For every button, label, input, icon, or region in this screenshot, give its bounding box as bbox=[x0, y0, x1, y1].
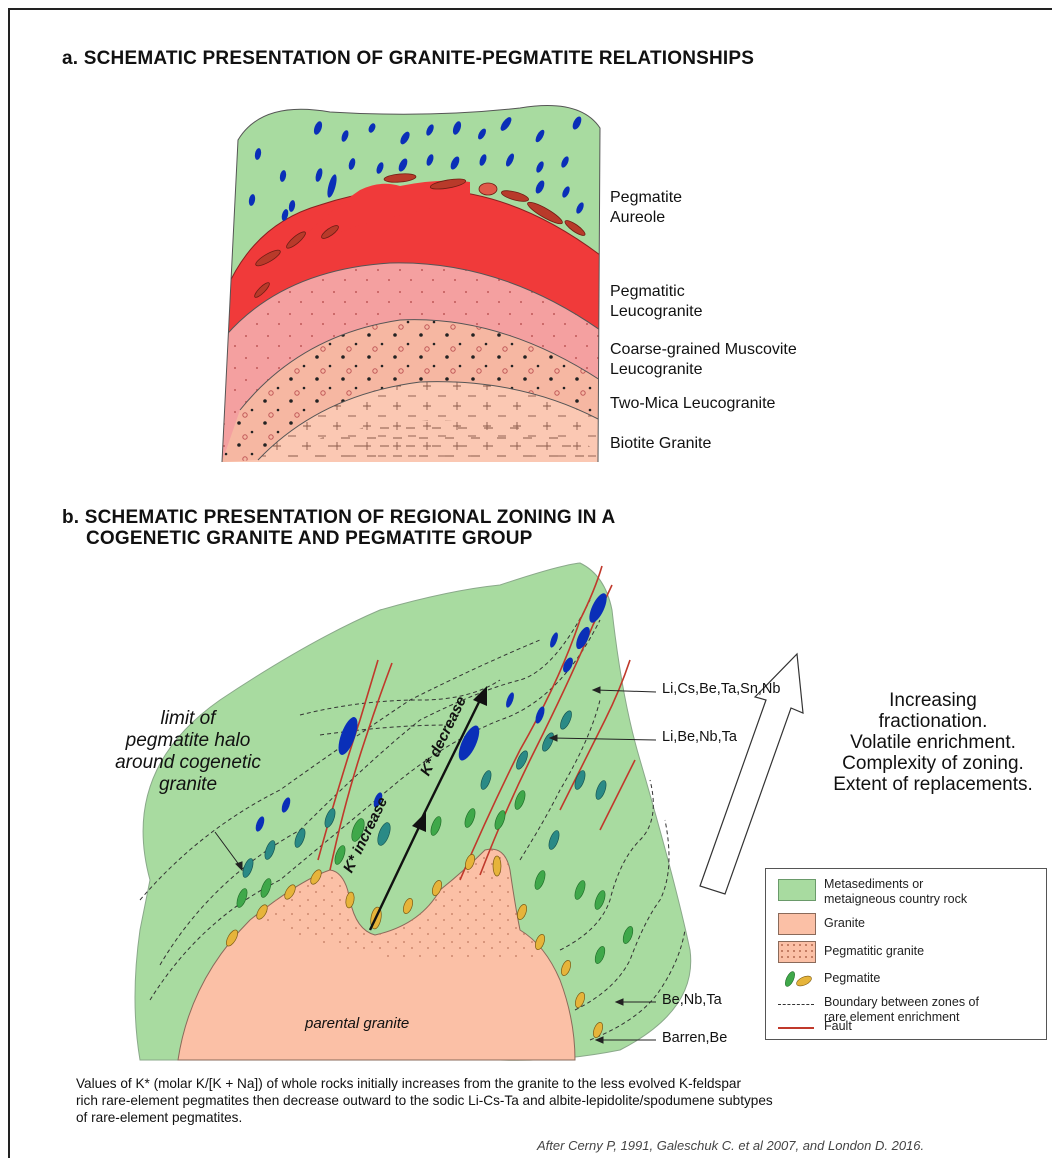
credit: After Cerny P, 1991, Galeschuk C. et al … bbox=[537, 1138, 924, 1153]
zone-label-pegmatitic-leucogranite: Pegmatitic Leucogranite bbox=[610, 282, 703, 322]
zone-label-aureole: Pegmatite Aureole bbox=[610, 188, 682, 228]
parental-granite-label: parental granite bbox=[305, 1015, 409, 1032]
zone-label-muscovite-leucogranite: Coarse-grained Muscovite Leucogranite bbox=[610, 340, 797, 380]
fault-swatch bbox=[778, 1027, 814, 1029]
legend-item-country-rock: Metasediments or metaigneous country roc… bbox=[766, 875, 1046, 911]
zone-label-biotite-granite: Biotite Granite bbox=[610, 434, 711, 454]
zone-label-two-mica-leucogranite: Two-Mica Leucogranite bbox=[610, 394, 775, 414]
section-b-title-line1: b. SCHEMATIC PRESENTATION OF REGIONAL ZO… bbox=[62, 507, 615, 529]
pegmatitic-granite-swatch bbox=[778, 941, 816, 963]
zone-label-li-cs-be-ta-sn-nb: Li,Cs,Be,Ta,Sn,Nb bbox=[662, 681, 780, 697]
boundary-swatch bbox=[778, 1004, 814, 1005]
section-b-title-line2: COGENETIC GRANITE AND PEGMATITE GROUP bbox=[86, 528, 533, 550]
section-a-title: a. SCHEMATIC PRESENTATION OF GRANITE-PEG… bbox=[62, 48, 754, 70]
legend: Metasediments or metaigneous country roc… bbox=[765, 868, 1047, 1040]
country-rock-swatch bbox=[778, 879, 816, 901]
zone-label-li-be-nb-ta: Li,Be,Nb,Ta bbox=[662, 729, 737, 745]
legend-label: Pegmatite bbox=[824, 971, 880, 986]
pegmatite-swatch bbox=[778, 968, 818, 990]
zone-label-be-nb-ta: Be,Nb,Ta bbox=[662, 992, 722, 1008]
legend-item-fault: Fault bbox=[766, 1019, 1046, 1055]
legend-label: Pegmatitic granite bbox=[824, 944, 924, 959]
granite-swatch bbox=[778, 913, 816, 935]
halo-label: limit of pegmatite halo around cogenetic… bbox=[98, 708, 278, 796]
zone-label-barren-be: Barren,Be bbox=[662, 1030, 727, 1046]
legend-label: Metasediments or metaigneous country roc… bbox=[824, 877, 967, 907]
legend-label: Fault bbox=[824, 1019, 852, 1034]
footnote: Values of K* (molar K/[K + Na]) of whole… bbox=[76, 1075, 1036, 1126]
trend-text: Increasing fractionation. Volatile enric… bbox=[818, 690, 1048, 795]
legend-label: Granite bbox=[824, 916, 865, 931]
